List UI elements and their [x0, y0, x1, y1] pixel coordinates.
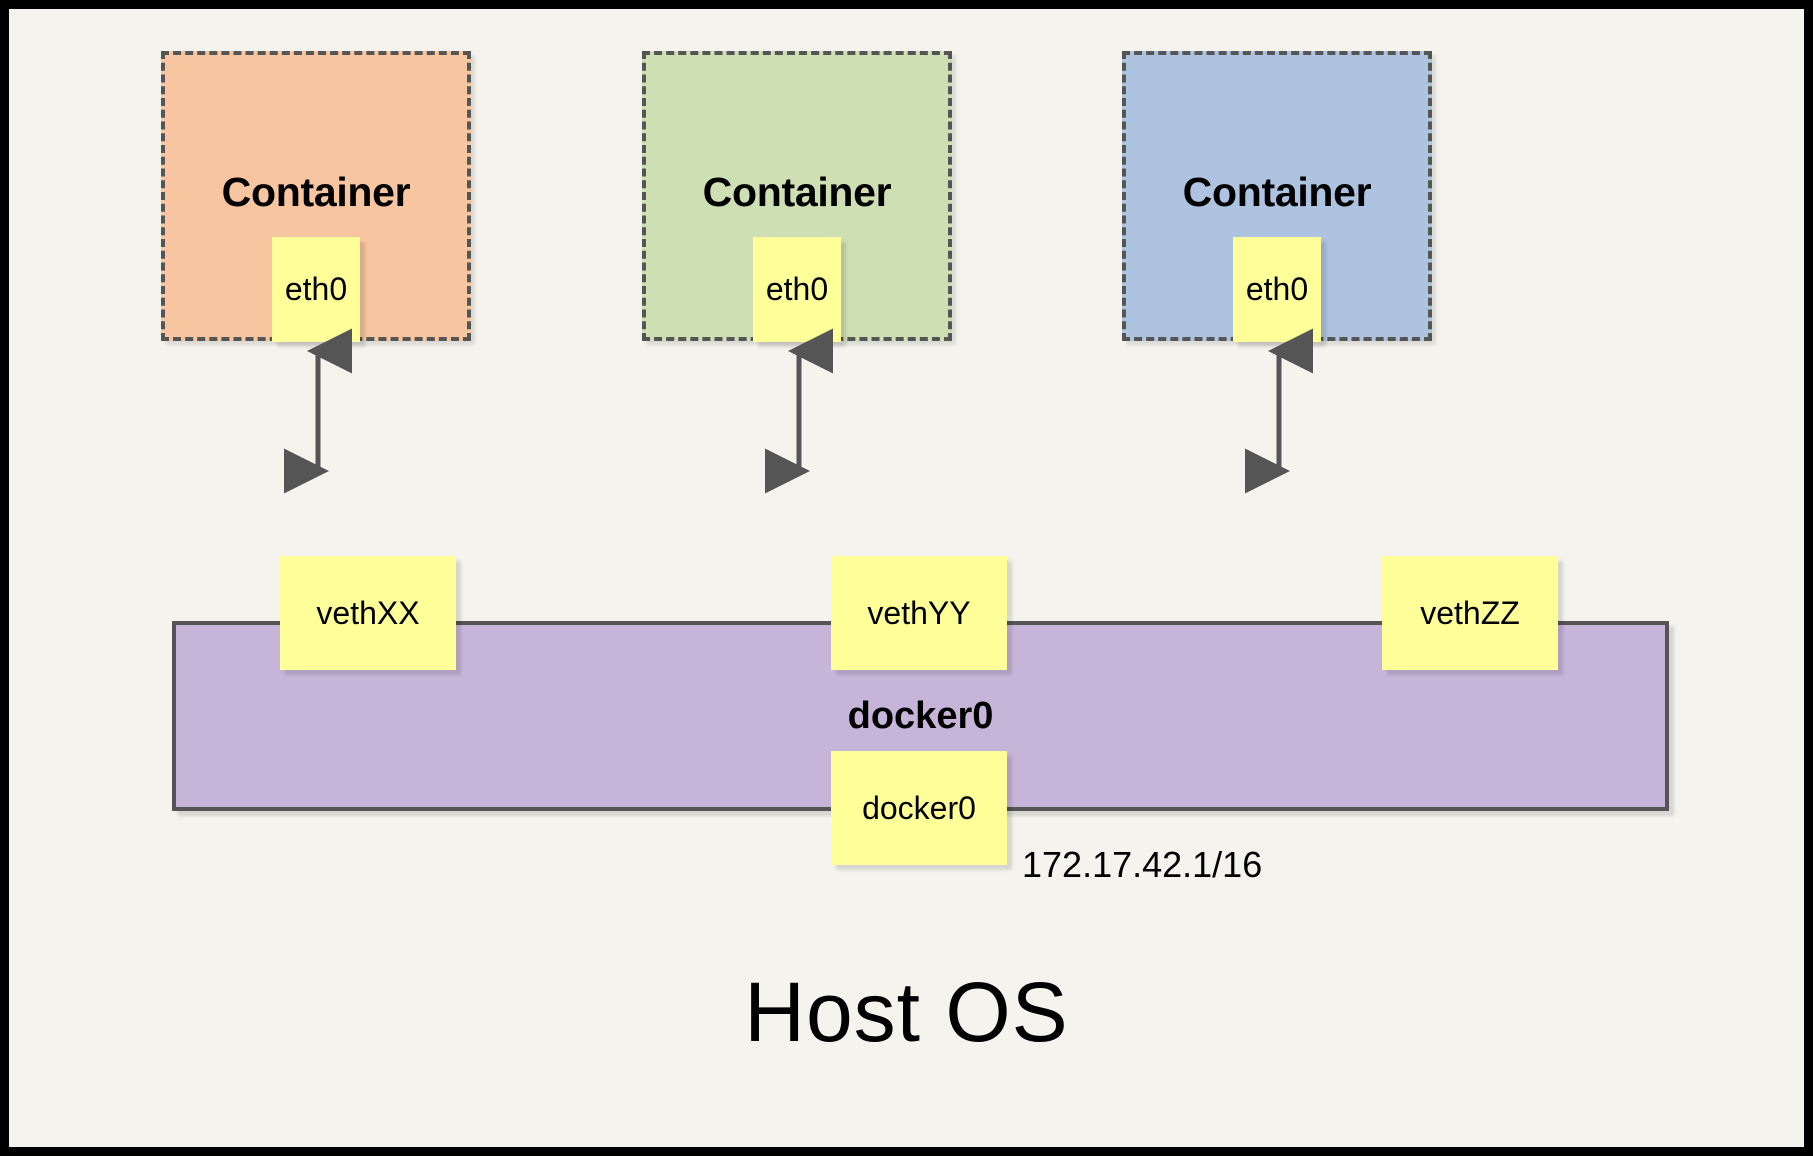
veth-link-arrow-1 [284, 328, 352, 494]
docker0-ip-label: 172.17.42.1/16 [1022, 844, 1263, 885]
container-eth0-1: eth0 [272, 237, 360, 342]
veth-box-2: vethYY [831, 556, 1007, 670]
container-eth0-2: eth0 [753, 237, 841, 342]
docker0-bridge-label: docker0 [847, 695, 994, 737]
veth-box-3: vethZZ [1382, 556, 1558, 670]
host-os-label: Host OS [744, 965, 1069, 1059]
docker0-port-box: docker0 [831, 751, 1007, 865]
container-title-1: Container [221, 169, 411, 215]
container-title-3: Container [1182, 169, 1372, 215]
veth-link-arrow-2 [765, 328, 833, 494]
veth-box-1: vethXX [280, 556, 456, 670]
veth-link-arrow-3 [1245, 328, 1313, 494]
container-eth0-3: eth0 [1233, 237, 1321, 342]
container-title-2: Container [702, 169, 892, 215]
diagram-inner-surface: Container eth0 Container eth0 Container … [9, 9, 1804, 1147]
